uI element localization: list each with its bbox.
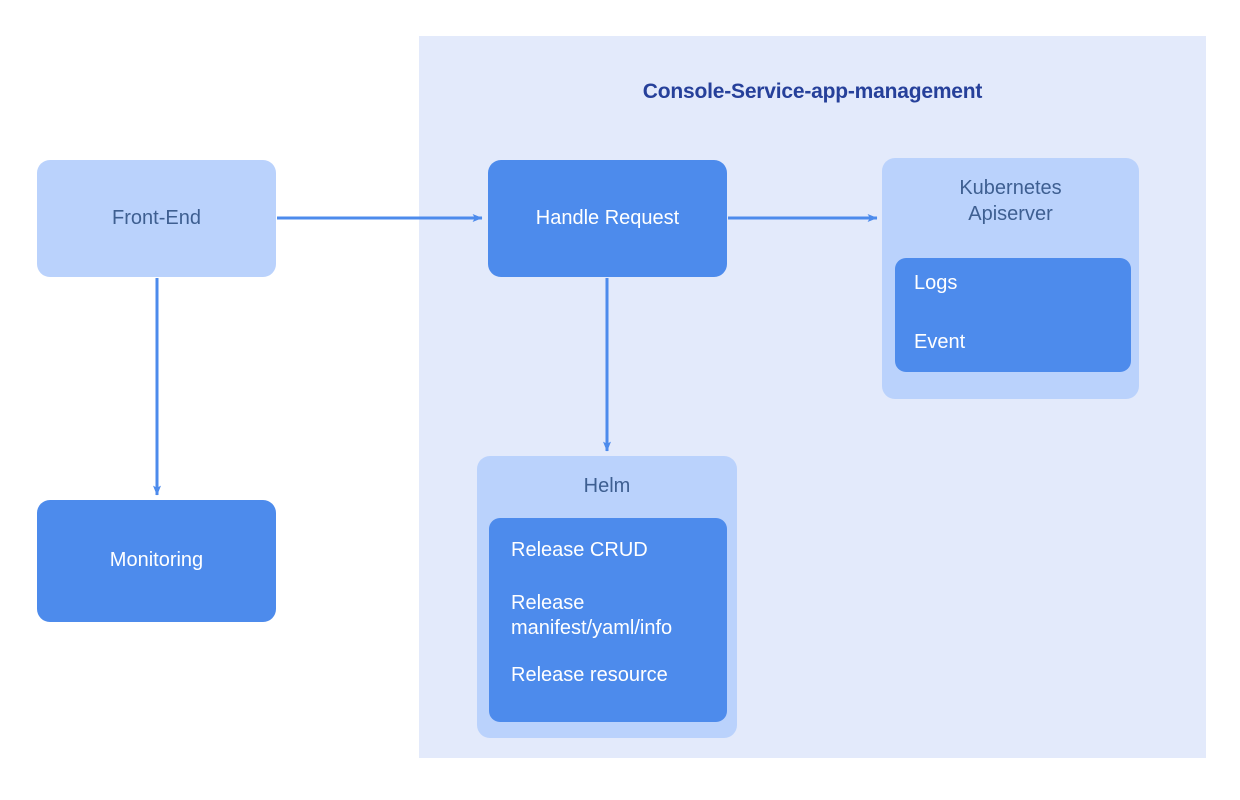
kubernetes-item-event[interactable]: Event [914, 331, 966, 353]
group-kubernetes-apiserver-title: Kubernetes Apiserver [882, 176, 1139, 227]
helm-item-release-crud[interactable]: Release CRUD [511, 539, 648, 561]
node-front-end[interactable]: Front-End [37, 160, 276, 277]
node-handle-request-label: Handle Request [535, 206, 680, 229]
group-kubernetes-apiserver[interactable]: Kubernetes Apiserver Logs Event [882, 158, 1139, 399]
node-handle-request[interactable]: Handle Request [488, 160, 727, 277]
helm-items-box: Release CRUD Release manifest/yaml/info … [489, 518, 727, 722]
group-kubernetes-title-line-2: Apiserver [968, 202, 1053, 225]
group-kubernetes-title-line-1: Kubernetes [959, 177, 1062, 199]
panel-title-text: Console-Service-app-management [642, 80, 983, 103]
helm-item-release-resource[interactable]: Release resource [511, 664, 668, 686]
kubernetes-item-logs[interactable]: Logs [914, 272, 958, 294]
helm-item-release-manifest[interactable]: Release manifest/yaml/info [511, 592, 673, 639]
node-front-end-label: Front-End [112, 206, 201, 229]
group-helm[interactable]: Helm Release CRUD Release manifest/yaml/… [477, 456, 737, 738]
panel-title: Console-Service-app-management [419, 80, 1206, 104]
group-helm-title: Helm [583, 475, 631, 497]
kubernetes-items-box: Logs Event [895, 258, 1131, 372]
node-monitoring-label: Monitoring [109, 549, 204, 572]
node-monitoring[interactable]: Monitoring [37, 500, 276, 622]
